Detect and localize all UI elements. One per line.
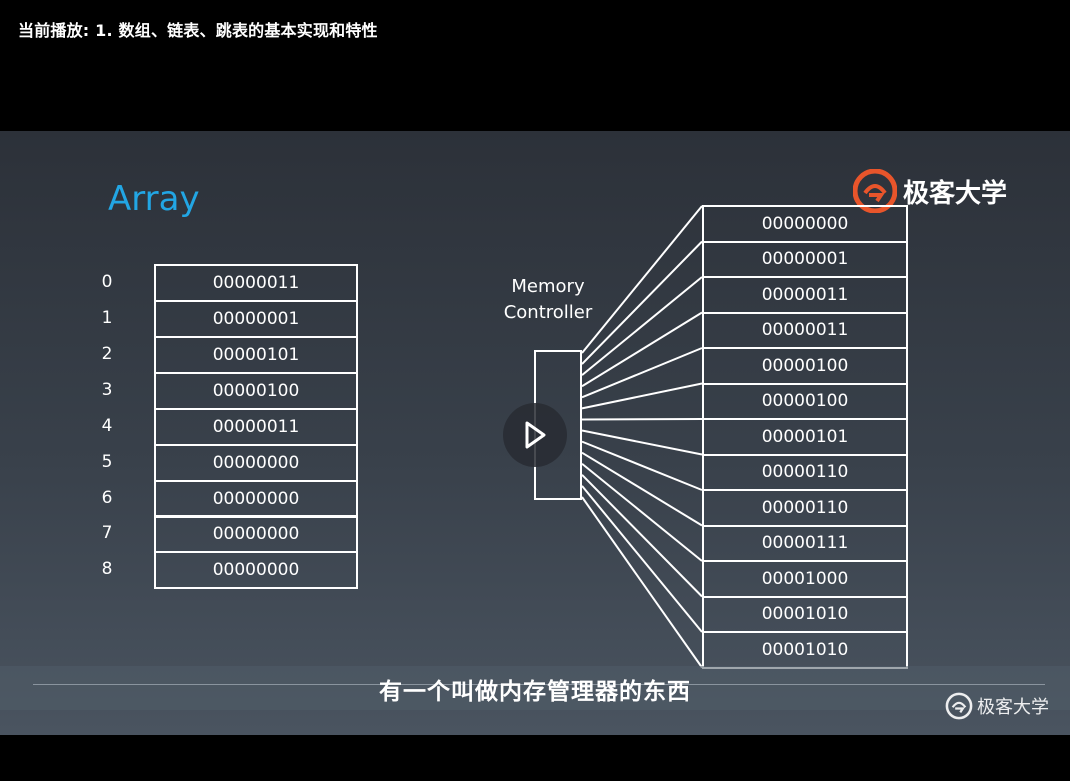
connection-line	[581, 496, 703, 669]
memory-cell: 00000101	[702, 418, 908, 456]
memory-controller-label-line2: Controller	[503, 302, 593, 323]
array-index-label: 4	[101, 416, 113, 436]
connection-line	[581, 429, 703, 456]
array-index-label: 8	[101, 559, 113, 579]
connection-line	[581, 474, 703, 598]
play-button[interactable]	[503, 403, 567, 467]
memory-cell: 00000000	[702, 205, 908, 243]
array-index-label: 7	[101, 523, 113, 543]
subtitle-divider	[33, 684, 1045, 685]
memory-cell: 00001000	[702, 560, 908, 598]
memory-cell: 00000110	[702, 453, 908, 491]
connection-line	[581, 240, 703, 365]
memory-cell: 00001010	[702, 631, 908, 669]
array-index-label: 0	[101, 272, 113, 292]
memory-cell: 00000001	[702, 240, 908, 278]
logo-icon	[853, 169, 897, 213]
array-index-label: 2	[101, 344, 113, 364]
play-icon	[525, 421, 546, 449]
connection-line	[581, 451, 703, 527]
array-index-label: 3	[101, 380, 113, 400]
logo-text: 极客大学	[903, 178, 1008, 209]
array-index-label: 6	[101, 488, 113, 508]
connection-line	[581, 347, 703, 399]
connection-line	[581, 440, 703, 491]
subtitle-text: 有一个叫做内存管理器的东西	[379, 679, 691, 705]
memory-controller-label: Memory Controller	[498, 274, 598, 326]
memory-cell: 00000011	[702, 276, 908, 314]
memory-cell: 00000011	[702, 311, 908, 349]
memory-cell: 00000110	[702, 489, 908, 527]
connection-line	[581, 205, 703, 354]
memory-cell: 00000100	[702, 382, 908, 420]
memory-cell: 00001010	[702, 595, 908, 633]
connection-line	[581, 276, 703, 376]
array-index-label: 1	[101, 308, 113, 328]
slide-title: Array	[108, 179, 200, 219]
now-playing-title: 当前播放: 1. 数组、链表、跳表的基本实现和特性	[18, 21, 378, 40]
memory-cell: 00000100	[702, 347, 908, 385]
array-index-label: 5	[101, 452, 113, 472]
array-cell: 00000000	[154, 480, 358, 518]
connection-line	[581, 382, 703, 410]
watermark-logo-icon	[945, 692, 973, 720]
connection-line	[581, 485, 703, 633]
array-cell: 00000000	[154, 551, 358, 589]
memory-controller-label-line1: Memory	[511, 276, 585, 297]
memory-cell: 00000111	[702, 524, 908, 562]
geek-university-logo: 极客大学	[853, 169, 1007, 213]
connection-line	[581, 311, 703, 388]
watermark-text: 极客大学	[977, 697, 1049, 718]
controller-connection-lines	[581, 205, 703, 669]
watermark-logo: 极客大学	[945, 692, 1049, 720]
subtitle-bar	[0, 666, 1070, 710]
connection-line	[581, 462, 703, 562]
